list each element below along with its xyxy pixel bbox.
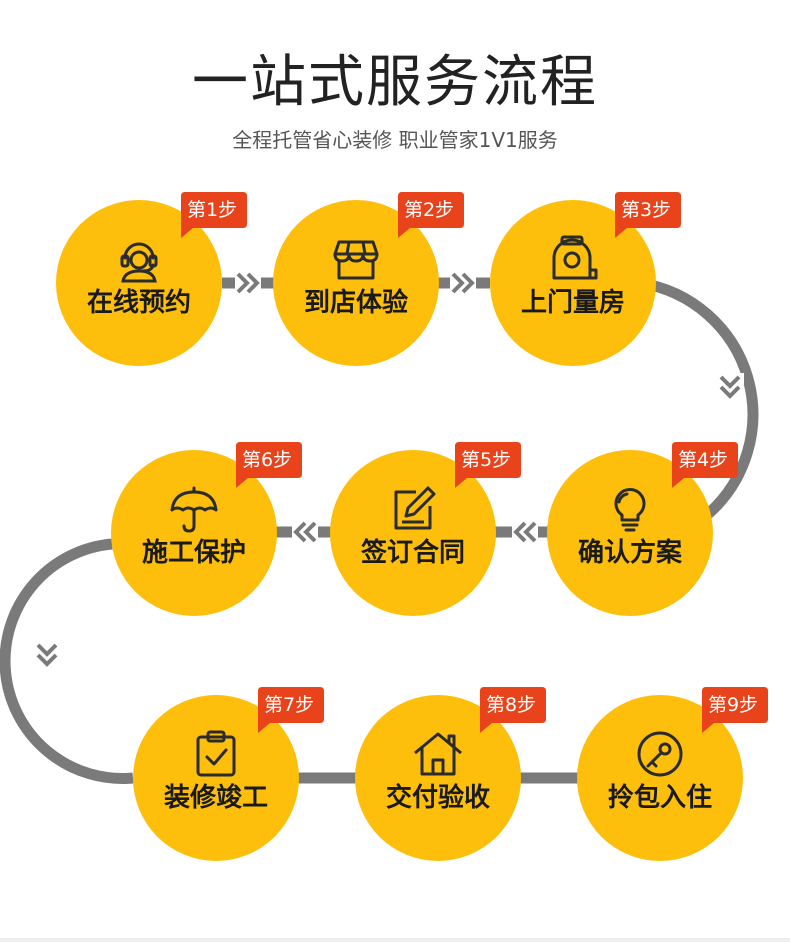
bottom-divider xyxy=(0,938,790,942)
step-label: 拎包入住 xyxy=(607,783,712,813)
step-badge: 第7步 xyxy=(254,687,324,733)
step-label: 在线预约 xyxy=(86,288,191,318)
step-label: 确认方案 xyxy=(577,538,682,568)
step-label: 施工保护 xyxy=(141,538,246,568)
edit-document-icon xyxy=(394,486,436,530)
step-label: 交付验收 xyxy=(385,783,490,813)
tape-measure-icon xyxy=(552,235,598,280)
step-label: 到店体验 xyxy=(303,288,408,318)
umbrella-icon xyxy=(170,486,218,533)
store-icon xyxy=(333,240,379,280)
path-curve-right xyxy=(639,277,759,520)
step-badge: 第2步 xyxy=(394,192,464,238)
step-badge: 第3步 xyxy=(611,192,681,238)
step-badge: 第1步 xyxy=(177,192,247,238)
house-icon xyxy=(414,732,462,776)
step-badge: 第5步 xyxy=(451,442,521,488)
arrow-2-3 xyxy=(450,270,476,296)
arrow-5-6 xyxy=(292,519,318,545)
key-icon xyxy=(637,731,683,777)
step-badge: 第9步 xyxy=(698,687,768,733)
step-label: 装修竣工 xyxy=(163,783,268,813)
clipboard-check-icon xyxy=(196,730,236,777)
step-badge: 第8步 xyxy=(476,687,546,733)
step-label: 签订合同 xyxy=(360,538,465,568)
page-title: 一站式服务流程 xyxy=(192,50,598,115)
arrow-4-5 xyxy=(512,519,538,545)
path-curve-left xyxy=(0,538,134,784)
arrow-3-4 xyxy=(716,373,744,401)
step-label: 上门量房 xyxy=(520,288,625,318)
arrow-1-2 xyxy=(235,270,261,296)
step-8: 交付验收 xyxy=(355,695,521,861)
arrow-6-7 xyxy=(33,641,61,669)
step-badge: 第6步 xyxy=(232,442,302,488)
page-subtitle: 全程托管省心装修 职业管家1V1服务 xyxy=(232,128,558,152)
customer-service-icon xyxy=(120,242,158,283)
step-5: 签订合同 xyxy=(330,450,496,616)
lightbulb-icon xyxy=(614,488,646,532)
step-badge: 第4步 xyxy=(668,442,738,488)
